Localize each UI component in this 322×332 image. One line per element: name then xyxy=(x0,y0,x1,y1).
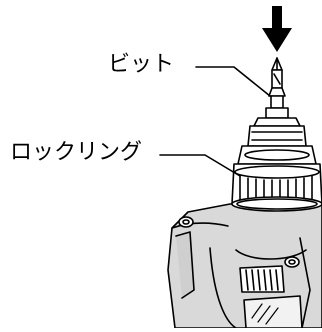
bit-leader-line xyxy=(195,66,271,97)
lock-ring-label: ロックリング xyxy=(10,140,143,165)
lock-ring xyxy=(231,163,322,212)
bit-label: ビット xyxy=(108,52,175,77)
chuck-assembly xyxy=(237,107,317,165)
lock-ring-leader-line xyxy=(159,154,241,177)
drill-body xyxy=(167,203,322,329)
screwdriver-bit xyxy=(268,57,286,109)
insert-arrow xyxy=(262,6,292,52)
